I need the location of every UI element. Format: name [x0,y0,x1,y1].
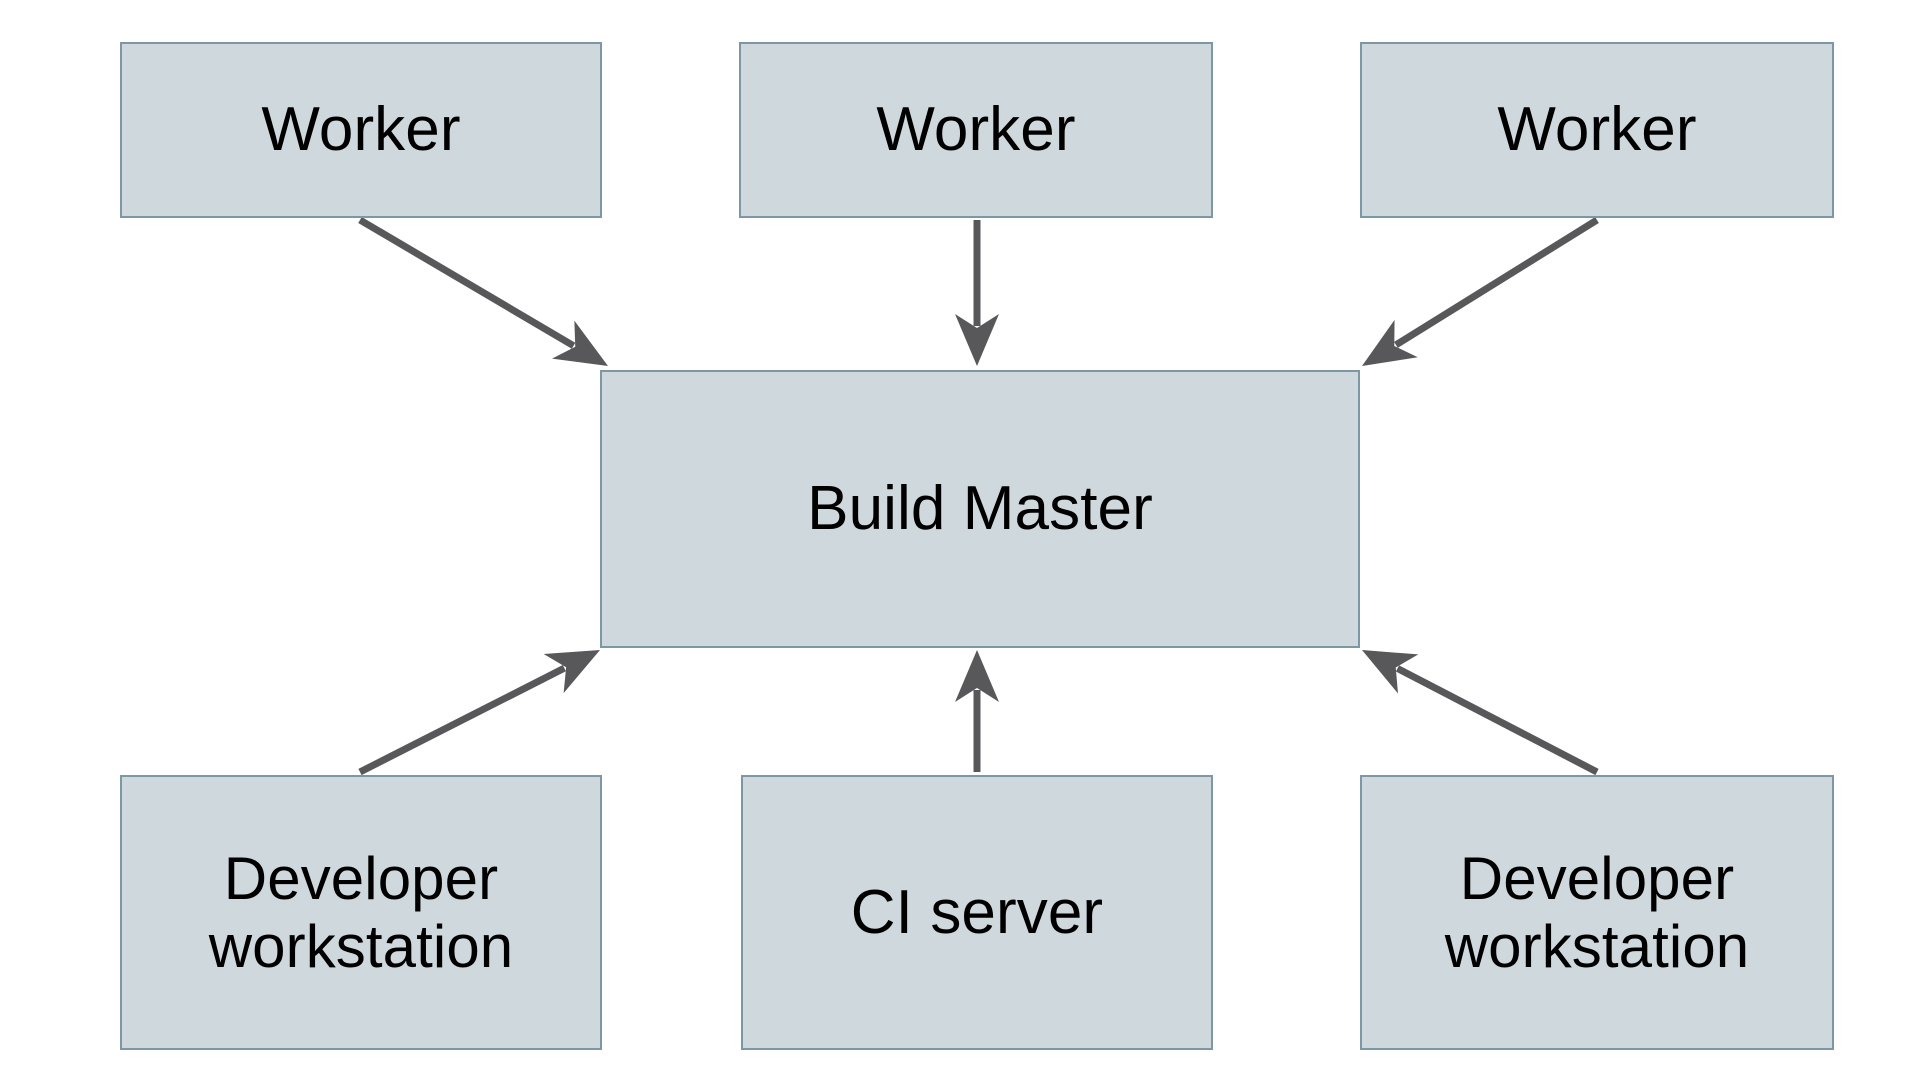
node-ci-server[interactable]: CI server [741,775,1213,1050]
edge-worker-left-to-master-shaft [358,216,576,349]
edge-worker-left-to-master-arrowhead [552,320,608,366]
edge-worker-right-to-master-shaft [1394,217,1599,348]
node-label-developer-workstation-right: Developer workstation [1444,845,1750,980]
node-developer-workstation-right[interactable]: Developer workstation [1360,775,1834,1050]
edge-dev-right-to-master-shaft [1395,665,1599,776]
edge-worker-right-to-master-arrowhead [1362,319,1418,366]
node-label-developer-workstation-left: Developer workstation [208,845,514,980]
node-label-worker-left: Worker [261,95,461,165]
node-label-ci-server: CI server [850,877,1104,947]
node-label-worker-center: Worker [876,95,1076,165]
node-label-build-master: Build Master [807,474,1153,544]
edge-worker-center-to-master [955,220,999,366]
edge-worker-left-to-master [358,216,608,366]
node-build-master[interactable]: Build Master [600,370,1360,648]
edge-worker-right-to-master [1362,217,1599,366]
node-worker-center[interactable]: Worker [739,42,1213,218]
edge-ci-server-to-master-arrowhead [955,650,999,702]
node-worker-left[interactable]: Worker [120,42,602,218]
edge-dev-left-to-master-arrowhead [543,650,600,694]
node-worker-right[interactable]: Worker [1360,42,1834,218]
edge-dev-right-to-master [1362,650,1599,776]
edge-dev-right-to-master-arrowhead [1362,650,1419,694]
node-developer-workstation-left[interactable]: Developer workstation [120,775,602,1050]
edge-ci-server-to-master [955,650,999,772]
edge-worker-center-to-master-arrowhead [955,314,999,366]
edge-dev-left-to-master-shaft [358,665,566,776]
edge-dev-left-to-master [358,650,600,776]
node-label-worker-right: Worker [1497,95,1697,165]
